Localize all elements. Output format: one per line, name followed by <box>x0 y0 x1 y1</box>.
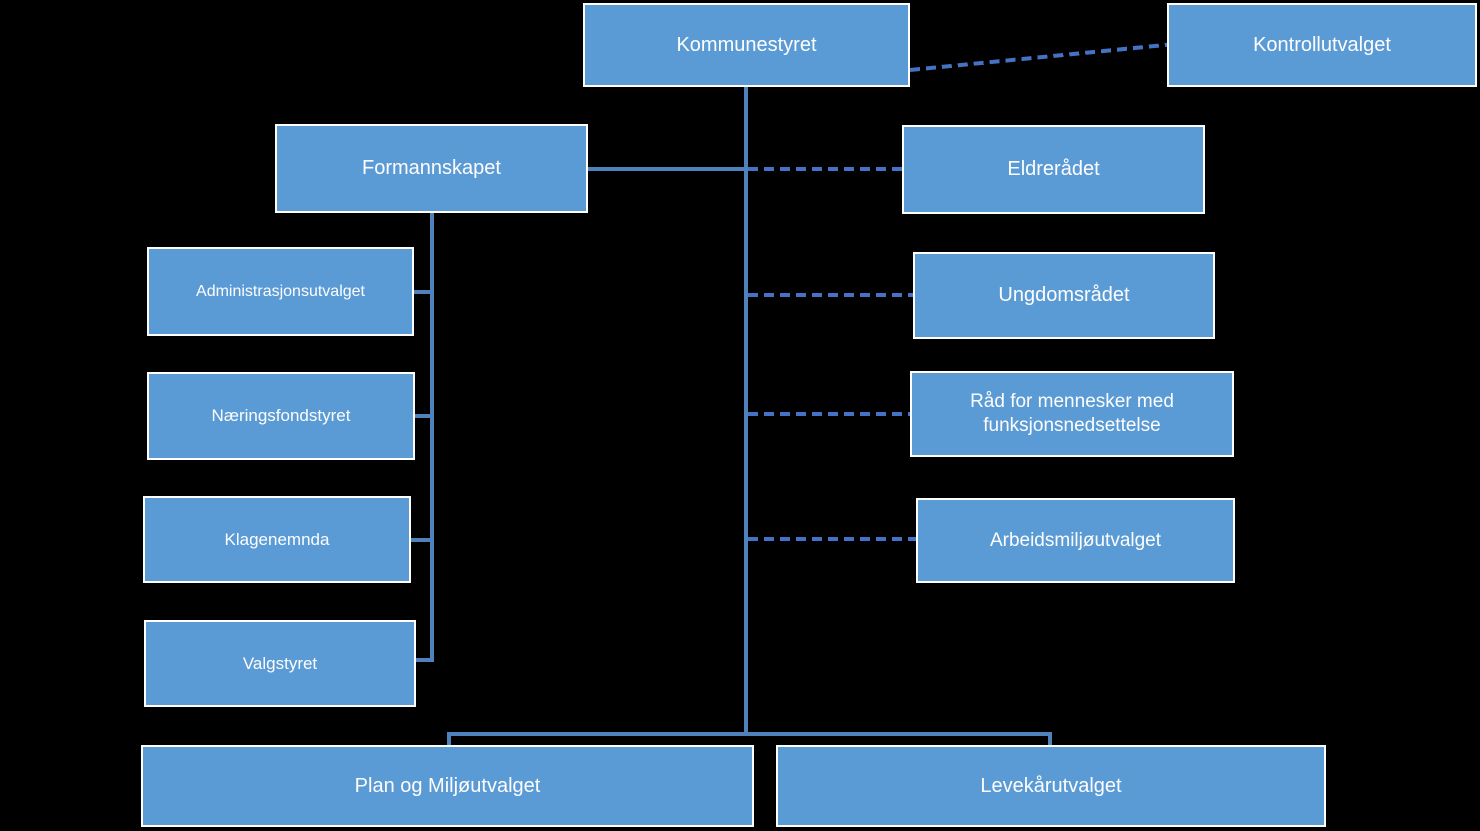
org-box-label: Ungdomsrådet <box>998 284 1130 306</box>
connector-dashed-ungdomsradet <box>748 293 913 297</box>
connector-dashed-arbeidsmiljoutvalget <box>748 537 916 541</box>
connector-stub-naeringsfondstyret <box>415 414 432 418</box>
org-box-label: Levekårutvalget <box>980 774 1122 797</box>
connector-bottom-horizontal <box>447 732 1052 736</box>
org-box-label: Eldrerådet <box>1007 158 1100 180</box>
connector-formannskapet-to-trunk <box>588 167 746 171</box>
connector-dashed-radformennesker <box>748 412 910 416</box>
org-box-formannskapet: Formannskapet <box>275 124 588 213</box>
org-box-label: Kontrollutvalget <box>1253 33 1391 56</box>
org-box-label: Råd for mennesker med funksjonsnedsettel… <box>970 391 1174 436</box>
org-box-naeringsfondstyret: Næringsfondstyret <box>147 372 415 460</box>
connector-stub-klagenemnda <box>411 538 432 542</box>
connector-dashed-eldreradet <box>748 167 902 171</box>
connector-drop-planogmiljoutvalget <box>447 732 451 745</box>
org-box-klagenemnda: Klagenemnda <box>143 496 411 583</box>
org-box-administrasjonsutvalget: Administrasjonsutvalget <box>147 247 414 336</box>
connector-trunk-vertical <box>744 87 748 736</box>
org-box-eldreradet: Eldrerådet <box>902 125 1205 214</box>
org-box-levekarutvalget: Levekårutvalget <box>776 745 1326 827</box>
org-box-ungdomsradet: Ungdomsrådet <box>913 252 1215 339</box>
org-box-kommunestyret: Kommunestyret <box>583 3 910 87</box>
org-box-rad-for-mennesker: Råd for mennesker med funksjonsnedsettel… <box>910 371 1234 457</box>
org-box-label: Formannskapet <box>362 157 501 179</box>
org-box-valgstyret: Valgstyret <box>144 620 416 707</box>
connector-drop-levekarutvalget <box>1048 732 1052 745</box>
org-box-label: Klagenemnda <box>224 529 330 549</box>
connector-elbow-valgstyret <box>416 658 434 662</box>
connector-dashed-kontrollutvalget <box>909 42 1168 72</box>
org-box-plan-og-miljoutvalget: Plan og Miljøutvalget <box>141 745 754 827</box>
org-box-label: Administrasjonsutvalget <box>196 282 365 300</box>
connector-formannskapet-left-rail <box>430 213 434 662</box>
org-box-label: Arbeidsmiljøutvalget <box>989 529 1162 551</box>
org-box-arbeidsmiljoutvalget: Arbeidsmiljøutvalget <box>916 498 1235 583</box>
org-box-label: Kommunestyret <box>676 33 817 56</box>
org-box-label: Plan og Miljøutvalget <box>354 774 541 797</box>
org-box-label: Næringsfondstyret <box>211 406 351 426</box>
org-box-kontrollutvalget: Kontrollutvalget <box>1167 3 1477 87</box>
connector-stub-administrasjonsutvalget <box>414 290 432 294</box>
org-box-label: Valgstyret <box>242 653 318 673</box>
